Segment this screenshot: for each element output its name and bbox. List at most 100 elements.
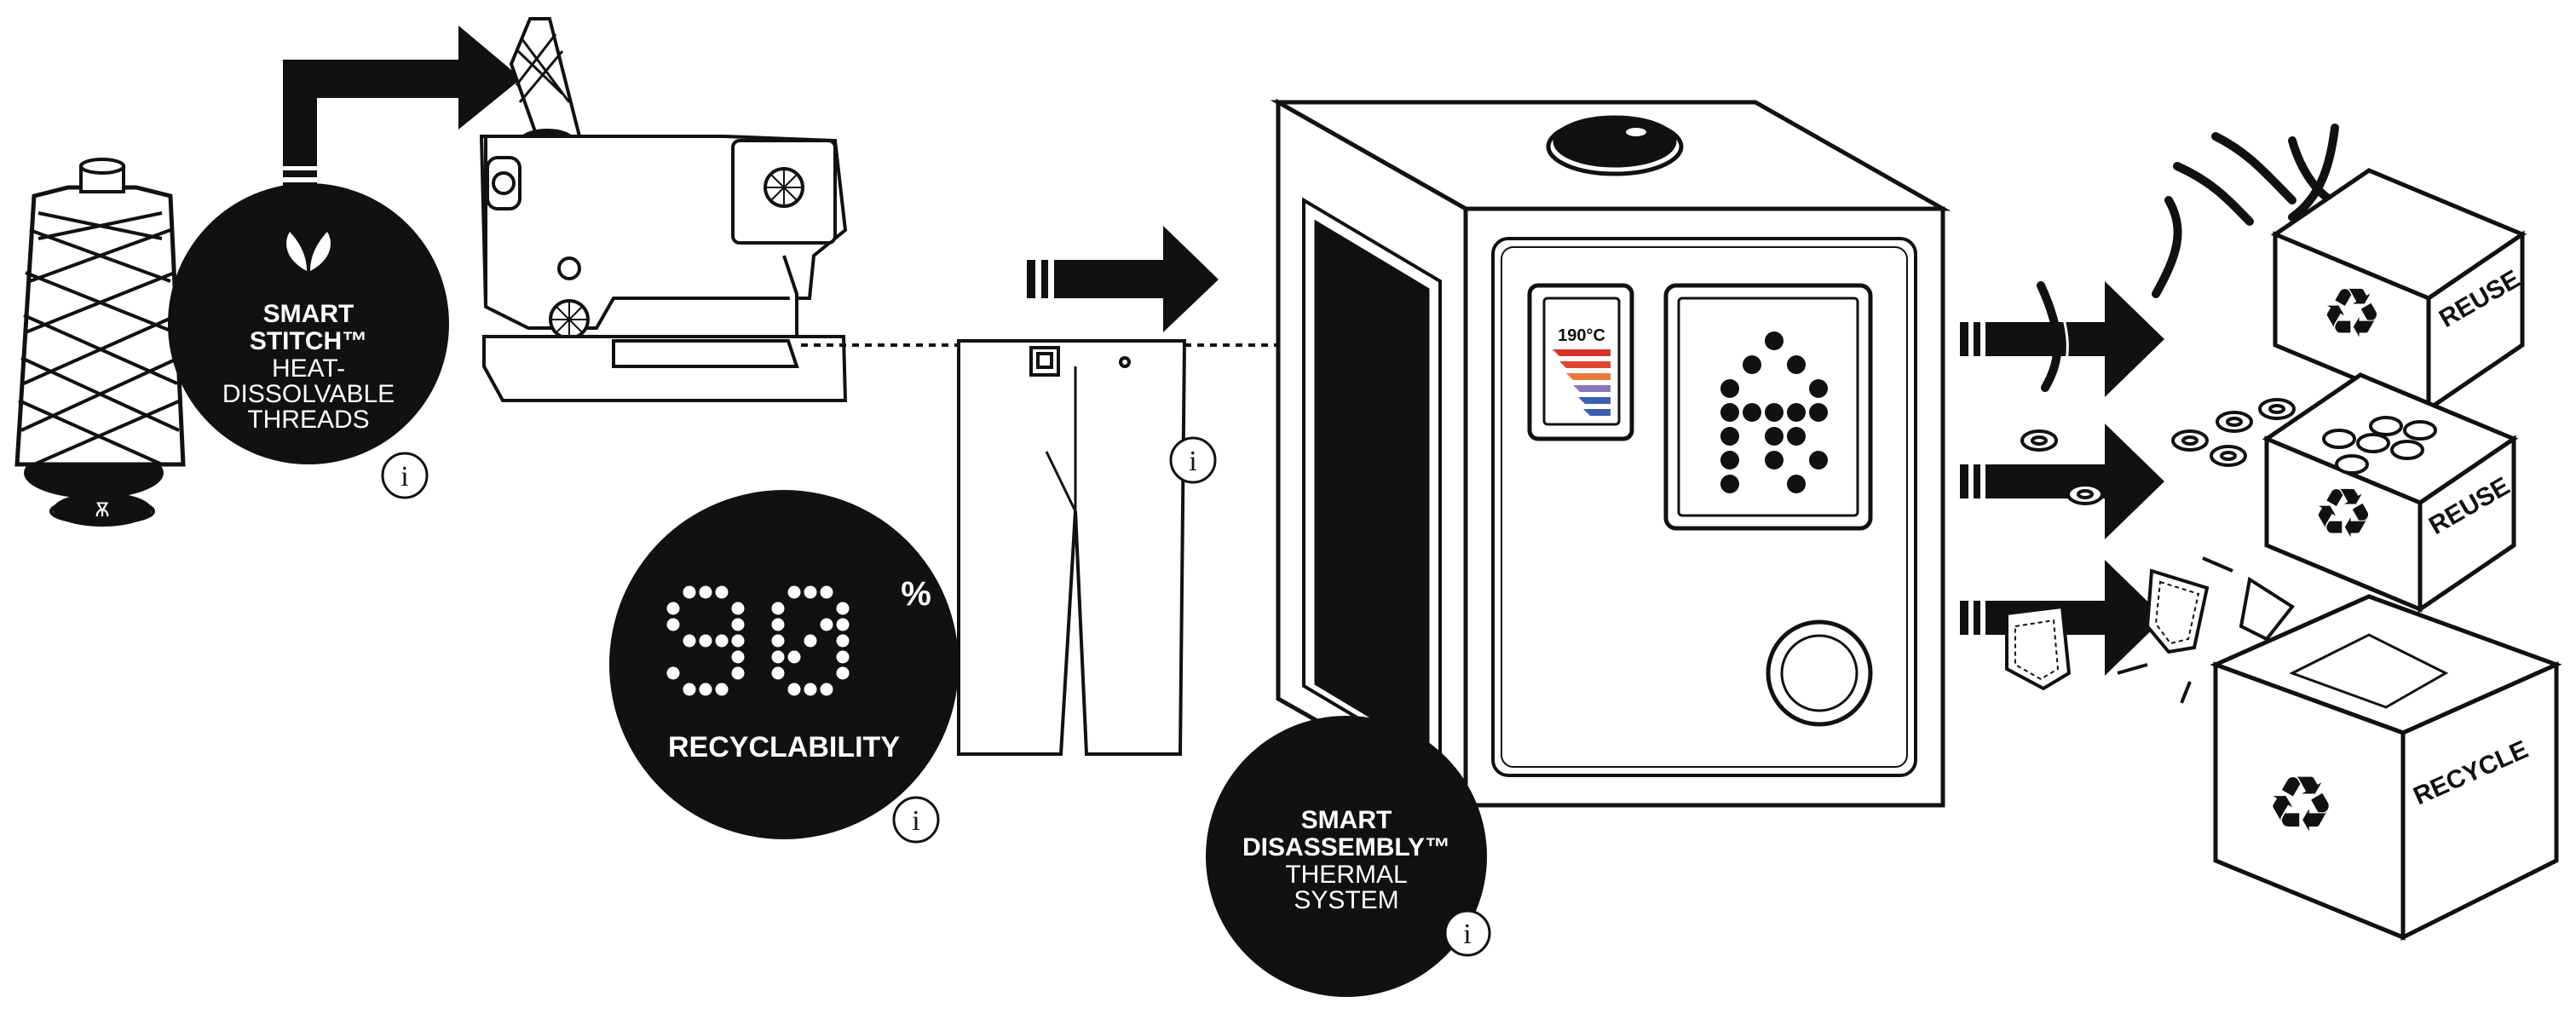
pants	[957, 339, 1187, 756]
arrow-buttons	[1960, 423, 2164, 539]
percent-dot	[804, 585, 817, 599]
percent-dot	[787, 650, 801, 664]
smart-stitch-badge: SMART STITCH™ HEAT- DISSOLVABLE THREADS	[168, 183, 449, 464]
info-icon-pants[interactable]: i	[1169, 436, 1217, 484]
percent-dot	[666, 602, 680, 615]
logo-dot	[1765, 451, 1784, 470]
recycle-icon: ♻	[2321, 274, 2383, 353]
percent-dot	[787, 683, 801, 696]
arrow-zippers	[1960, 281, 2164, 397]
percent-dot	[683, 683, 696, 696]
percent-dot	[836, 634, 850, 648]
logo-dot	[1809, 403, 1828, 422]
box-reuse-top: REUSE	[2270, 168, 2527, 413]
percent-dot	[820, 618, 833, 631]
smart-stitch-line3: HEAT-	[272, 354, 345, 383]
logo-dot	[1787, 355, 1806, 374]
smart-stitch-line1: SMART	[263, 300, 354, 328]
percent-dot	[836, 666, 850, 680]
recyclability-badge: 90 % RECYCLABILITY	[609, 490, 959, 839]
temperature-readout: 190°C	[1558, 326, 1605, 345]
percent-dot	[820, 585, 833, 599]
logo-dot	[1765, 331, 1784, 350]
sewing-machine	[479, 17, 848, 402]
disassembly-line2: DISASSEMBLY™	[1242, 833, 1450, 861]
logo-dot	[1720, 403, 1739, 422]
disassembly-line4: SYSTEM	[1294, 886, 1398, 914]
percent-dot	[804, 683, 817, 696]
info-glyph: i	[912, 805, 919, 837]
svg-text:♻: ♻	[2313, 474, 2374, 553]
percent-dot	[731, 650, 745, 664]
percent-dot	[699, 585, 712, 599]
svg-text:♻: ♻	[2267, 760, 2336, 850]
percent-dot	[666, 618, 680, 631]
arrow-to-disassembly	[1027, 226, 1219, 332]
percent-sign: %	[901, 575, 931, 613]
percent-dot	[715, 585, 729, 599]
percent-dot	[836, 602, 850, 615]
logo-dot	[1765, 403, 1784, 422]
logo-dot	[1809, 451, 1828, 470]
logo-dot	[1787, 475, 1806, 493]
percent-dot	[771, 618, 785, 631]
percent-dot	[836, 650, 850, 664]
percent-dot	[836, 618, 850, 631]
logo-dot	[1743, 403, 1761, 422]
percent-dot	[787, 585, 801, 599]
disassembly-line3: THERMAL	[1285, 861, 1407, 889]
fabric-scraps	[2005, 556, 2295, 704]
disassembly-line1: SMART	[1301, 806, 1392, 834]
info-glyph: i	[1189, 446, 1196, 477]
logo-dot	[1720, 475, 1739, 493]
percent-dot	[771, 634, 785, 648]
box-reuse-middle: REUSE	[2262, 372, 2519, 614]
button-parts	[2020, 398, 2296, 505]
percent-dot	[683, 634, 696, 648]
percent-dot	[731, 602, 745, 615]
percent-dot	[820, 683, 833, 696]
percent-dot	[731, 666, 745, 680]
info-icon-stitch[interactable]: i	[381, 452, 429, 499]
thread-spool: Ѫ	[14, 158, 186, 527]
disassembly-machine	[1270, 98, 1951, 809]
logo-dot	[1765, 427, 1784, 446]
smart-stitch-line5: THREADS	[247, 406, 369, 434]
percent-dot-numerals	[666, 585, 850, 696]
recycle-icon: ♻	[2313, 474, 2374, 553]
percent-dot	[771, 650, 785, 664]
percent-dot	[699, 683, 712, 696]
info-icon-recyclability[interactable]: i	[892, 796, 940, 844]
machine-logo-display	[1720, 331, 1828, 493]
svg-text:Ѫ: Ѫ	[95, 500, 109, 521]
percent-dot	[715, 683, 729, 696]
logo-dot	[1720, 427, 1739, 446]
info-glyph: i	[1463, 919, 1471, 950]
logo-dot	[1720, 451, 1739, 470]
arrow-spool-to-machine	[283, 26, 522, 187]
smart-disassembly-badge: SMART DISASSEMBLY™ THERMAL SYSTEM	[1206, 716, 1487, 997]
logo-dot	[1809, 379, 1828, 398]
smart-stitch-line4: DISSOLVABLE	[222, 380, 395, 408]
info-icon-disassembly[interactable]: i	[1444, 909, 1491, 957]
smart-stitch-line2: STITCH™	[250, 327, 367, 355]
info-glyph: i	[401, 461, 408, 493]
logo-dot	[1787, 427, 1806, 446]
percent-dot	[771, 666, 785, 680]
box-recycle-bottom: RECYCLE	[2210, 594, 2562, 942]
recyclability-label: RECYCLABILITY	[668, 731, 900, 763]
percent-dot	[699, 634, 712, 648]
percent-dot	[731, 634, 745, 648]
percent-dot	[715, 634, 729, 648]
recycle-icon: ♻	[2267, 760, 2336, 850]
leaf-icon	[286, 232, 331, 271]
logo-dot	[1743, 355, 1761, 374]
percent-dot	[683, 585, 696, 599]
box-buttons-inside	[2322, 416, 2437, 475]
percent-dot	[731, 618, 745, 631]
svg-text:♻: ♻	[2321, 274, 2383, 353]
percent-dot	[804, 634, 817, 648]
temperature-gauge: 190°C	[1553, 326, 1611, 416]
percent-dot	[771, 602, 785, 615]
